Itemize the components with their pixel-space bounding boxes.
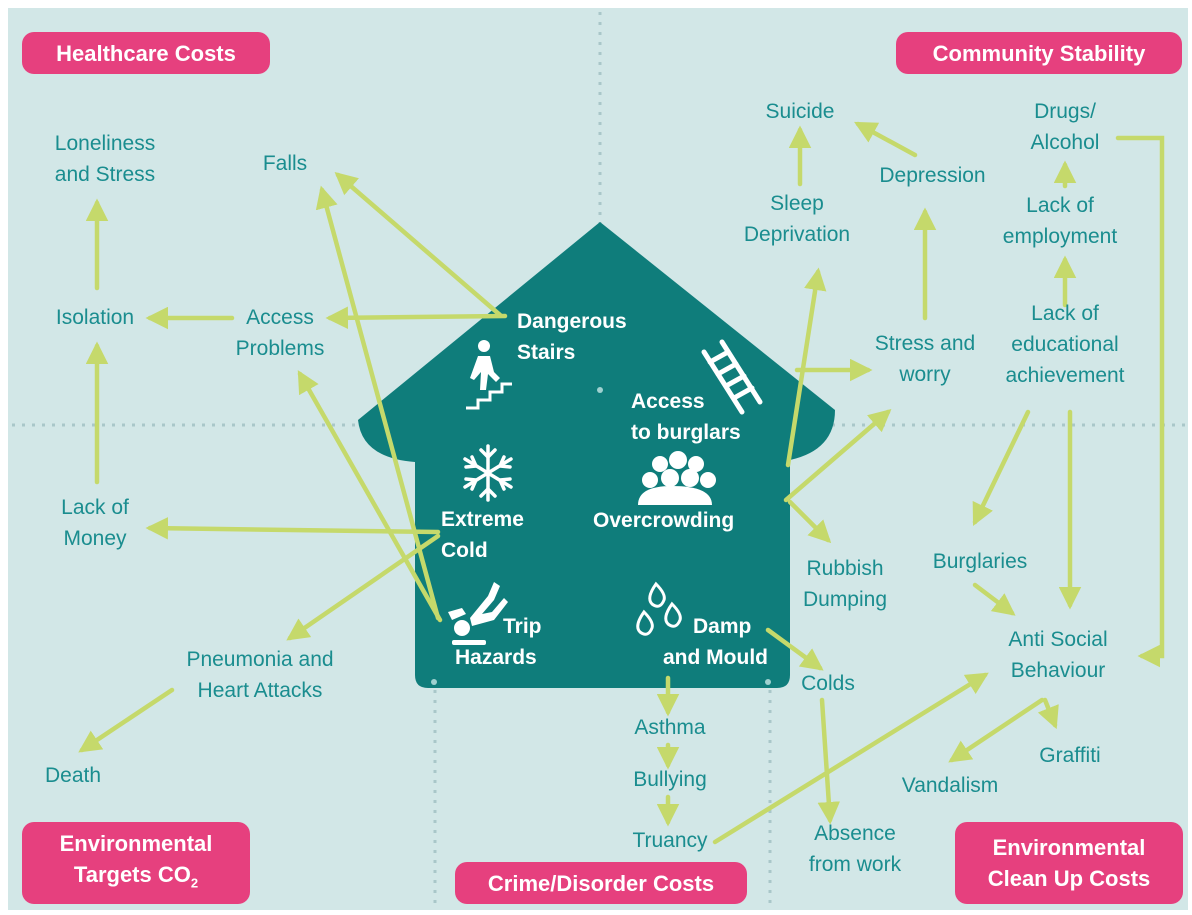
label-burglaries: Burglaries (932, 550, 1028, 573)
label-vandalism: Vandalism (901, 774, 999, 797)
arrow-overcrowding-stress (783, 409, 892, 503)
arrow-cold-money (145, 517, 441, 540)
badge-community-stability: Community Stability (896, 32, 1182, 74)
arrow-truancy-asb (712, 672, 989, 845)
arrow-colds-absence (817, 697, 841, 825)
label-truancy: Truancy (632, 829, 708, 852)
label-falls: Falls (262, 152, 308, 175)
arrow-asb-vandalism (948, 697, 1045, 763)
arrow-burglaries-asb (972, 582, 1016, 616)
arrow-asb-graffiti (1037, 697, 1059, 730)
arrow-cold-pneumonia (286, 533, 441, 641)
label-asthma: Asthma (634, 716, 706, 739)
badge-healthcare-costs: Healthcare Costs (22, 32, 270, 74)
arrow-drugs-asb (1115, 135, 1165, 668)
label-depression: Depression (879, 164, 986, 187)
label-death: Death (44, 764, 102, 787)
ladder-icon (701, 339, 763, 415)
arrow-overcrowding-rubbish (787, 499, 832, 544)
arrow-trip-access (297, 370, 443, 623)
badge-crime-disorder-costs: Crime/Disorder Costs (455, 862, 747, 904)
label-graffiti: Graffiti (1039, 744, 1101, 767)
label-colds: Colds (801, 672, 855, 695)
arrow-education-burglaries (972, 409, 1031, 527)
label-bullying: Bullying (633, 768, 707, 791)
snowflake-icon (463, 444, 513, 502)
crowd-icon (638, 451, 716, 505)
badge-environmental-targets-co2: Environmental Targets CO2 (22, 822, 250, 904)
arrow-depression-suicide (854, 121, 918, 158)
arrow-pneumonia-death (78, 687, 175, 753)
label-drugs-alcohol: Drugs/Alcohol (1030, 100, 1100, 154)
falling-person-icon (448, 582, 508, 645)
arrow-stairs-access (325, 306, 508, 330)
arrow-damp-colds (765, 627, 824, 671)
hazard-overcrowding: Overcrowding (593, 509, 735, 532)
walking-up-stairs-icon (466, 340, 512, 410)
label-isolation: Isolation (55, 306, 135, 329)
water-drops-icon (636, 581, 682, 636)
arrow-stairs-falls (334, 172, 503, 318)
label-suicide: Suicide (765, 100, 835, 123)
